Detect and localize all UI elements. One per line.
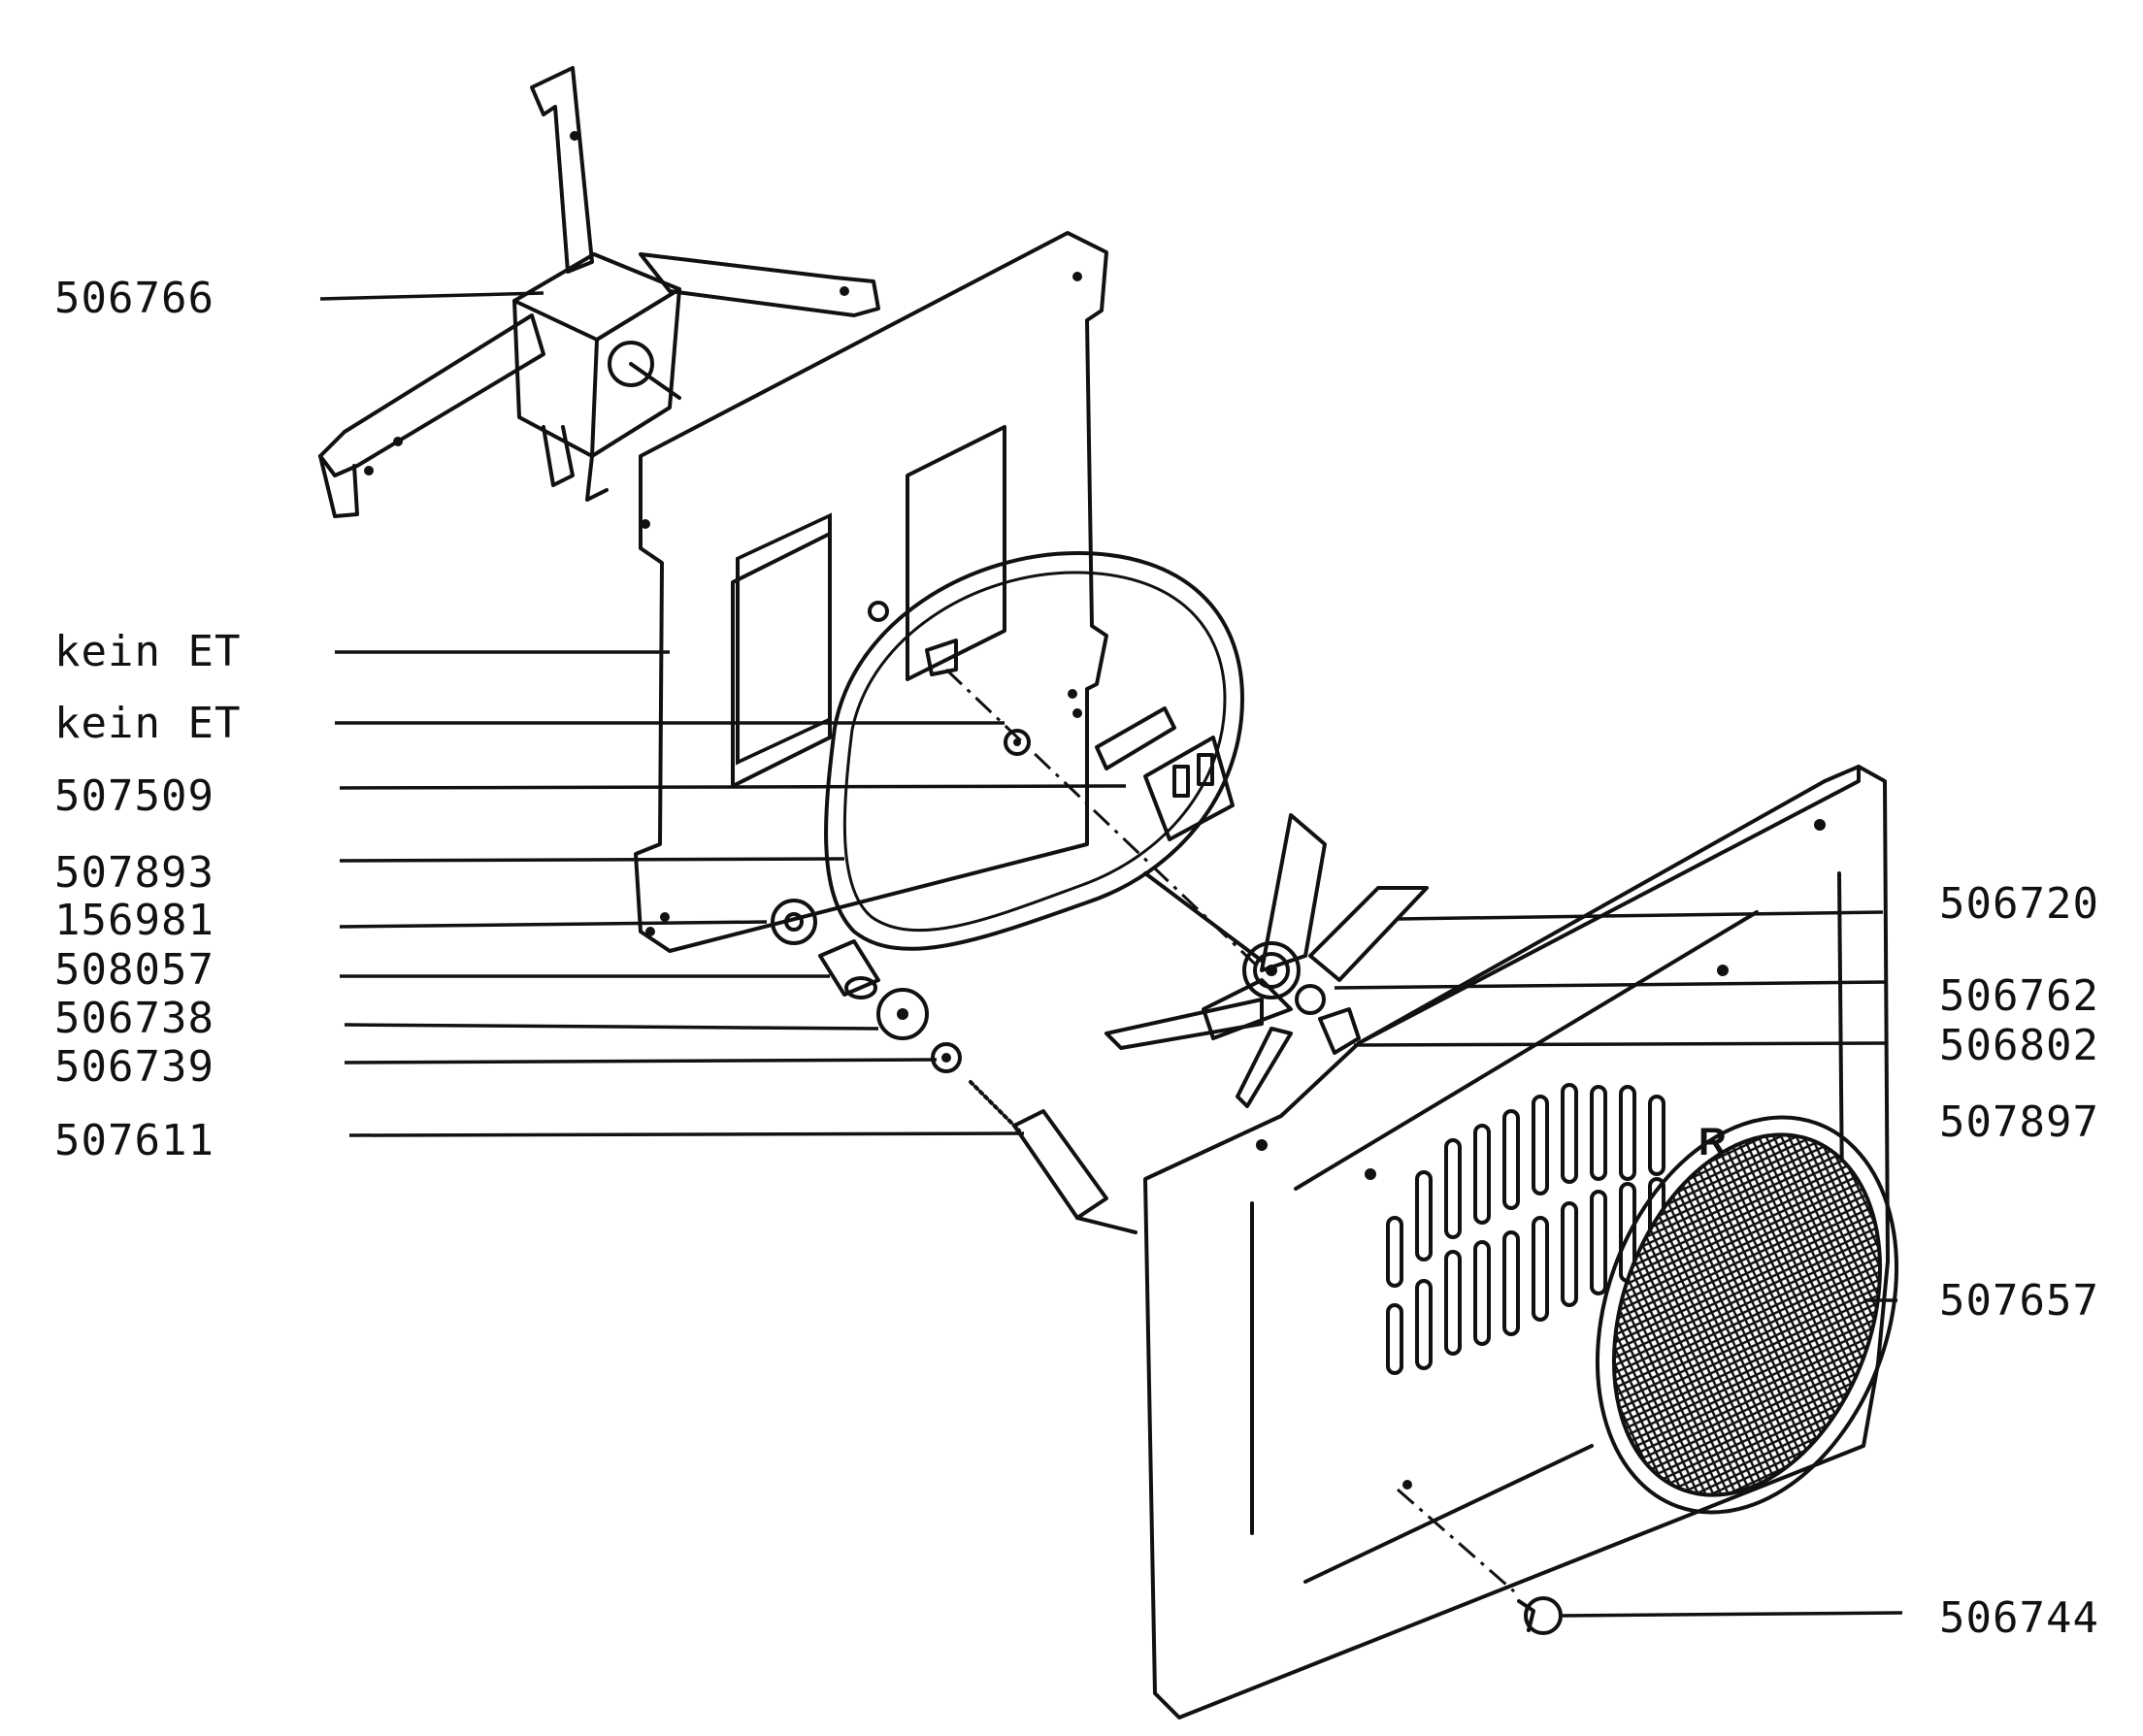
- fan-washer-nut: [1295, 984, 1361, 1055]
- callout-fan-blade: 506720: [1939, 879, 2099, 929]
- callout-disc: 506738: [54, 994, 214, 1043]
- callout-washer-a: 156981: [54, 896, 214, 945]
- washer-506739: [931, 1042, 962, 1073]
- fan-blade: [1104, 813, 1429, 1108]
- small-screws: [868, 601, 1031, 756]
- callout-bolt-sleeve: 507611: [54, 1116, 214, 1165]
- back-wall-plate: [634, 231, 1108, 953]
- bolt-sleeve-507611: [969, 1080, 1137, 1234]
- callout-back-wall: kein ET: [54, 627, 242, 676]
- callout-spacer: 508057: [54, 945, 214, 995]
- callout-bracket: 507509: [54, 771, 214, 821]
- terminal-bracket: [1095, 706, 1235, 841]
- spacer-508057: [818, 939, 880, 999]
- callout-washer-b: 506739: [54, 1042, 214, 1092]
- motor-unit: [512, 252, 681, 502]
- callout-knob-screw: 506744: [1939, 1593, 2099, 1643]
- callout-heater-ring: 507893: [54, 848, 214, 898]
- grille-mesh: [1611, 1132, 1883, 1497]
- washer-156981: [771, 899, 817, 945]
- callout-fan-washer: 506762: [1939, 971, 2099, 1021]
- vent-slots: [1386, 1083, 1665, 1375]
- front-panel: R: [1143, 765, 1899, 1720]
- callout-grille: 507657: [1939, 1276, 2099, 1326]
- motor-bracket: [318, 66, 880, 518]
- callout-fan-nut: 506802: [1939, 1021, 2099, 1070]
- heater-ring: [824, 551, 1244, 951]
- leader-lines: [319, 291, 1903, 1618]
- disc-506738: [876, 988, 929, 1040]
- callout-motor: 506766: [54, 274, 214, 323]
- callout-front-panel: 507897: [1939, 1097, 2099, 1147]
- knob-screw: [1517, 1596, 1563, 1635]
- callout-screw-inner: kein ET: [54, 699, 242, 748]
